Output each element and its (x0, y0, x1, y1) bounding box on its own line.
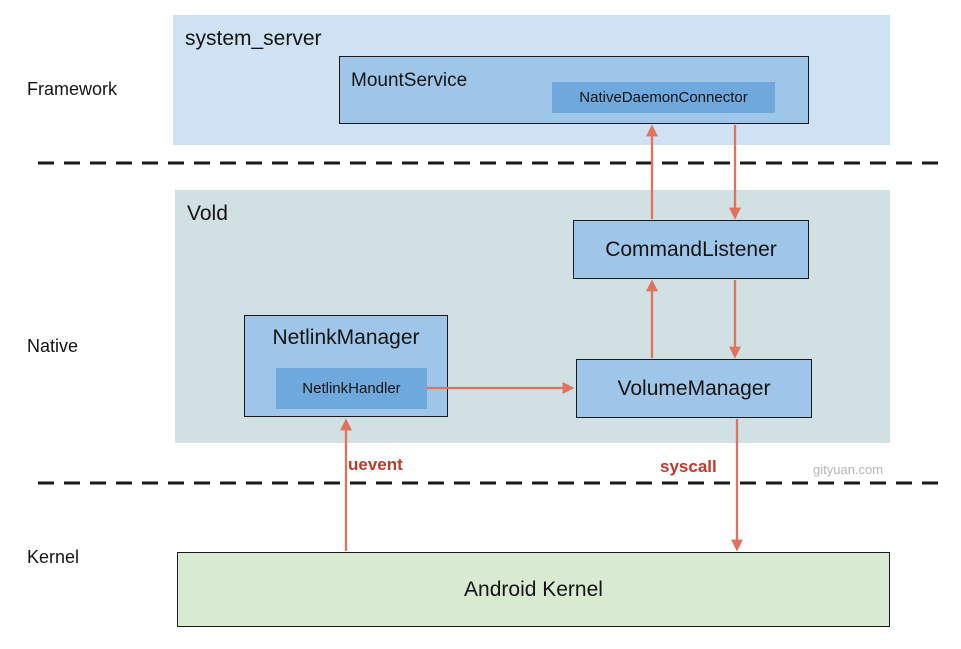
volume-manager-title: VolumeManager (617, 376, 771, 400)
layer-label-kernel: Kernel (27, 547, 80, 567)
volume-manager-box: VolumeManager (576, 359, 812, 418)
mount-service-title: MountService (351, 70, 468, 91)
native-daemon-connector-title: NativeDaemonConnector (579, 89, 748, 106)
android-kernel-title: Android Kernel (464, 577, 603, 601)
layer-label-framework: Framework (27, 79, 118, 99)
vold-title: Vold (187, 202, 228, 225)
syscall-label: syscall (660, 457, 717, 476)
watermark-text: gityuan.com (813, 462, 884, 477)
command-listener-title: CommandListener (605, 237, 777, 261)
command-listener-box: CommandListener (573, 220, 809, 279)
netlink-handler-title: NetlinkHandler (302, 380, 401, 397)
netlink-manager-title: NetlinkManager (272, 326, 420, 349)
native-daemon-connector-box: NativeDaemonConnector (552, 82, 775, 113)
uevent-label: uevent (348, 455, 403, 474)
system-server-title: system_server (185, 27, 322, 50)
netlink-handler-box: NetlinkHandler (276, 368, 427, 409)
android-kernel-box: Android Kernel (177, 552, 890, 627)
layer-label-native: Native (27, 336, 79, 356)
